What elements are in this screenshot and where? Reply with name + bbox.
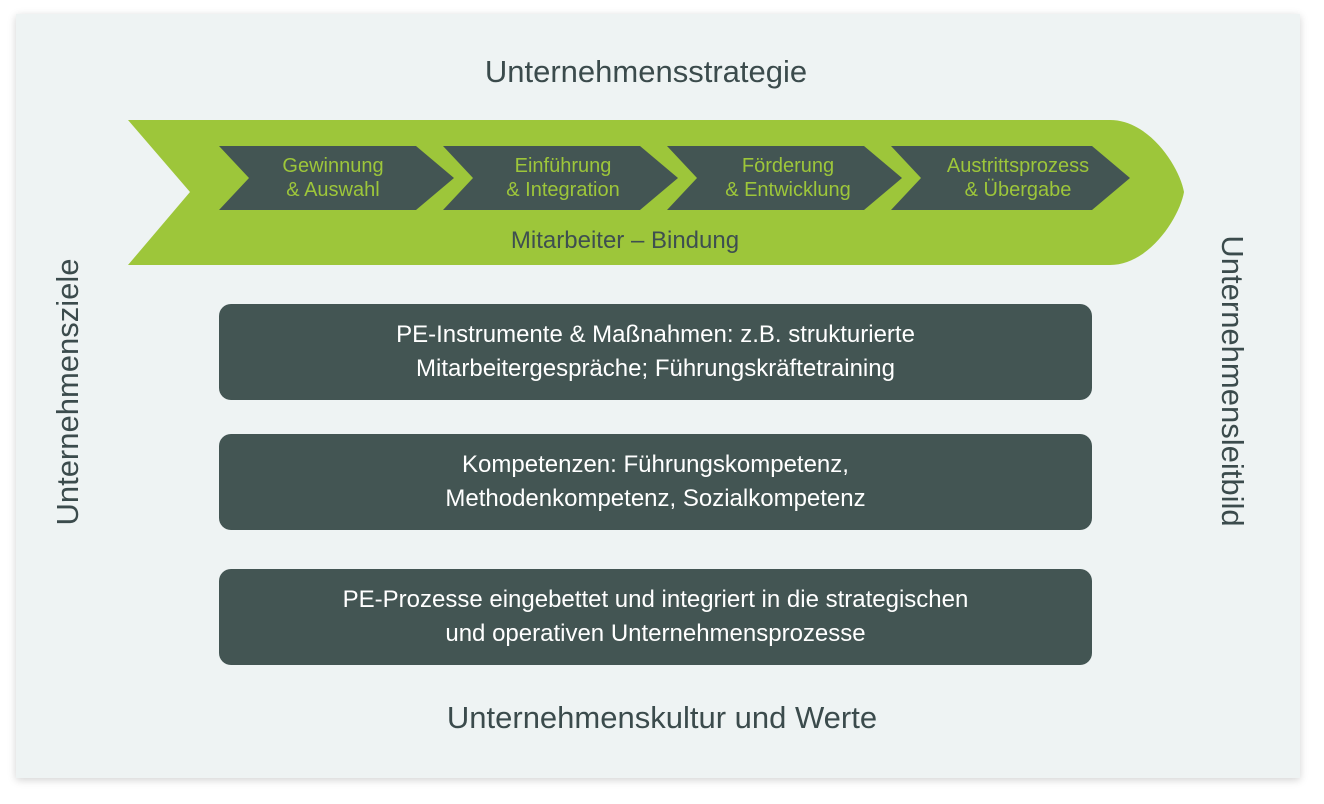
box-2-line2: Methodenkompetenz, Sozialkompetenz <box>445 485 866 512</box>
step-1-line1: Gewinnung <box>282 155 384 177</box>
title-strategy: Unternehmensstrategie <box>484 54 808 89</box>
step-4-line1: Austrittsprozess <box>946 155 1090 177</box>
step-3-line2: & Entwicklung <box>725 179 851 201</box>
label-mitarbeiter-bindung: Mitarbeiter – Bindung <box>510 227 740 254</box>
box-1-line2: Mitarbeitergespräche; Führungskräftetrai… <box>416 355 895 382</box>
step-3-line1: Förderung <box>741 155 835 177</box>
step-austritt: Austrittsprozess & Übergabe <box>918 154 1118 202</box>
box-3-line1: PE-Prozesse eingebettet und integriert i… <box>342 586 969 613</box>
box-pe-instrumente: PE-Instrumente & Maßnahmen: z.B. struktu… <box>219 304 1092 400</box>
step-4-line2: & Übergabe <box>964 179 1072 201</box>
chevron-3 <box>667 146 902 210</box>
title-kultur-werte: Unternehmenskultur und Werte <box>446 700 878 735</box>
step-2-line2: & Integration <box>506 179 620 201</box>
chevron-4 <box>891 146 1130 210</box>
step-gewinnung: Gewinnung & Auswahl <box>233 154 433 202</box>
step-2-line1: Einführung <box>514 155 612 177</box>
step-einfuehrung: Einführung & Integration <box>463 154 663 202</box>
box-3-line2: und operativen Unternehmensprozesse <box>445 620 866 647</box>
chevron-2 <box>443 146 678 210</box>
box-2-line1: Kompetenzen: Führungskompetenz, <box>462 451 849 478</box>
box-kompetenzen: Kompetenzen: Führungskompetenz, Methoden… <box>219 434 1092 530</box>
box-pe-prozesse: PE-Prozesse eingebettet und integriert i… <box>219 569 1092 665</box>
step-1-line2: & Auswahl <box>286 179 380 201</box>
box-1-line1: PE-Instrumente & Maßnahmen: z.B. struktu… <box>396 321 915 348</box>
step-foerderung: Förderung & Entwicklung <box>688 154 888 202</box>
chevron-1 <box>219 146 454 210</box>
